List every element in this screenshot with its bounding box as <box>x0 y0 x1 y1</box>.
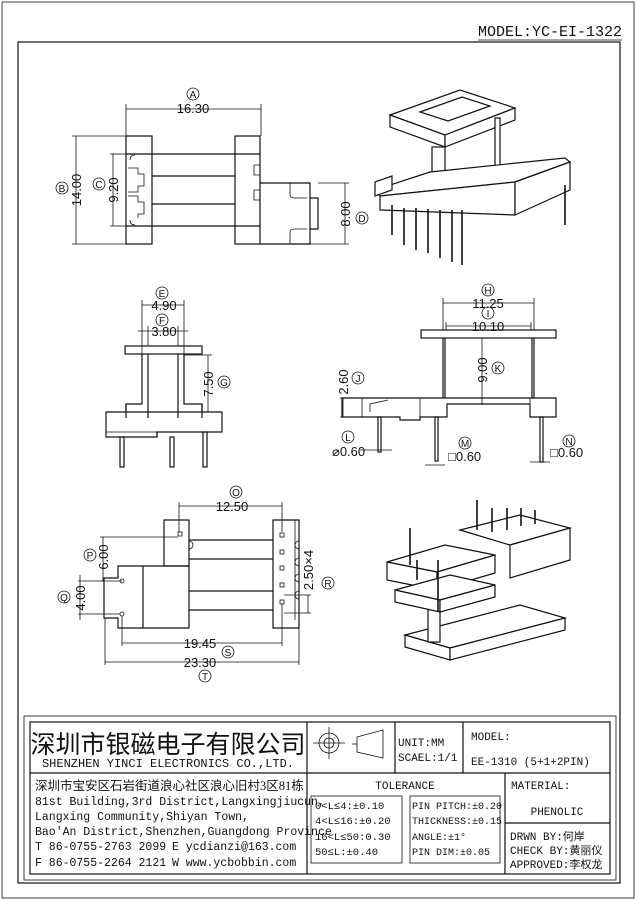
dim-label-A: A <box>190 90 197 101</box>
dim-T: 23.30 <box>184 655 217 670</box>
checked-by: CHECK BY:黄丽仪 <box>510 843 602 858</box>
dim-label-N: N <box>565 437 572 448</box>
dim-label-E: E <box>159 289 166 300</box>
tolerance-length: 50≤L:±0.40 <box>315 847 378 859</box>
address-line: Bao'An District,Shenzhen,Guangdong Provi… <box>35 826 332 839</box>
address-line: Langxing Community,Shiyan Town, <box>35 811 249 824</box>
company-name-cn: 深圳市银磁电子有限公司 <box>30 731 305 759</box>
tolerance-length: 4<L≤16:±0.20 <box>315 816 391 828</box>
dim-label-F: F <box>159 316 165 327</box>
tolerance-title: TOLERANCE <box>375 781 435 793</box>
approved-by: APPROVED:李权龙 <box>510 857 602 872</box>
dim-D: 8.00 <box>338 201 353 226</box>
dim-label-M: M <box>461 439 469 450</box>
company-name-en: SHENZHEN YINCI ELECTRONICS CO.,LTD. <box>42 757 294 771</box>
dim-Q: 4.00 <box>73 585 88 610</box>
dim-label-O: O <box>232 488 240 499</box>
model-value: EE-1310 (5+1+2PIN) <box>471 757 590 769</box>
dim-S: 19.45 <box>184 636 217 651</box>
tolerance-length: 16<L≤50:0.30 <box>315 832 391 844</box>
dim-C: 9.20 <box>106 177 121 202</box>
dim-label-G: G <box>220 378 228 389</box>
tolerance-length: 0<L≤4:±0.10 <box>315 801 384 813</box>
dim-K: 9.00 <box>475 357 490 382</box>
scale: SCAEL:1/1 <box>398 753 458 765</box>
dim-label-S: S <box>225 648 232 659</box>
dim-label-Q: Q <box>60 593 68 604</box>
material-label: MATERIAL: <box>511 781 570 793</box>
dim-label-D: D <box>358 214 365 225</box>
unit: UNIT:MM <box>398 738 444 750</box>
top-view <box>125 135 319 245</box>
dim-R: 2.50×4 <box>301 550 316 590</box>
address-line: 81st Building,3rd District,Langxingjiucu… <box>35 796 325 809</box>
dims-front-view: 11.25 H 10.10 I 9.00 K 2.60 J ⌀0.60 L □0… <box>332 283 583 466</box>
dim-H: 11.25 <box>472 296 504 311</box>
dim-label-J: J <box>356 374 361 385</box>
phone: T 86-0755-2763 2099 <box>35 841 166 854</box>
dim-B: 14.00 <box>69 174 84 207</box>
tolerance-other: PIN DIM:±0.05 <box>412 848 490 859</box>
drawing-frame <box>17 41 621 884</box>
dim-P: 6.00 <box>96 544 111 569</box>
isometric-view-bottom <box>386 500 573 661</box>
drawn-by: DRWN BY:何岸 <box>510 830 585 844</box>
dims-side-view: 4.90 E 3.80 F 7.50 G <box>138 286 231 413</box>
dim-E: 4.90 <box>151 298 176 313</box>
dim-N: □0.60 <box>550 445 583 460</box>
dim-I: 10.10 <box>472 319 505 334</box>
dim-F: 3.80 <box>151 324 176 339</box>
tolerance-other: PIN PITCH:±0.20 <box>412 802 502 813</box>
material-value: PHENOLIC <box>531 807 584 819</box>
dim-label-R: R <box>324 579 331 590</box>
dim-J: 2.60 <box>336 369 351 394</box>
dim-M: □0.60 <box>448 449 481 464</box>
email: E ycdianzi@163.com <box>172 841 296 854</box>
dim-label-C: C <box>95 180 102 191</box>
dims-bottom-view: 12.50 O 6.00 P 4.00 Q 2.50×4 R 19.45 S 2… <box>57 485 335 683</box>
dim-label-T: T <box>202 672 208 683</box>
model-label: MODEL: <box>471 732 511 744</box>
dim-label-P: P <box>87 551 94 562</box>
dim-label-B: B <box>59 184 66 195</box>
tolerance-other: ANGLE:±1° <box>412 832 466 844</box>
projection-symbol-icon <box>313 727 384 759</box>
front-view <box>341 329 557 463</box>
dim-label-L: L <box>345 433 351 444</box>
bottom-view <box>103 519 300 629</box>
title-block <box>23 715 617 881</box>
dims-top-view: A 16.30 14.00 B 9.20 C 8.00 D <box>55 87 369 245</box>
dim-L: ⌀0.60 <box>332 444 365 459</box>
model-header: MODEL:YC-EI-1322 <box>478 24 622 41</box>
dim-O: 12.50 <box>216 499 249 514</box>
website: W www.ycbobbin.com <box>172 857 296 870</box>
isometric-view-top <box>373 89 572 265</box>
address-line: 深圳市宝安区石岩街道浪心社区浪心旧村3区81栋 <box>35 778 304 793</box>
dim-label-K: K <box>495 364 502 375</box>
dim-label-H: H <box>484 286 491 297</box>
dim-A: 16.30 <box>177 101 210 116</box>
side-view <box>105 345 223 468</box>
fax: F 86-0755-2264 2121 <box>35 857 166 870</box>
dim-G: 7.50 <box>201 371 216 396</box>
tolerance-other: THICKNESS:±0.15 <box>412 817 502 828</box>
dim-label-I: I <box>487 309 490 320</box>
